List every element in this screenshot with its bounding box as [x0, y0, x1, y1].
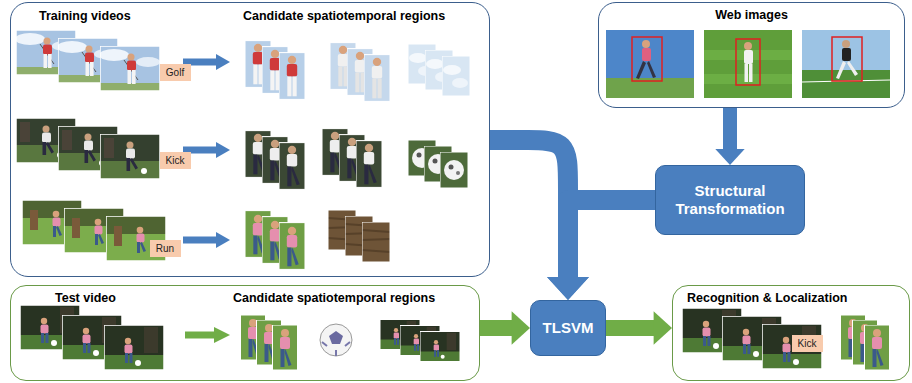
illustration-part: [100, 134, 160, 179]
arrow-head: [547, 277, 589, 300]
illustration-part: [362, 222, 390, 262]
result-panel: Recognition & LocalizationKick: [672, 285, 910, 381]
test-video-panel: Test video Candidate spatiotemporal regio…: [10, 285, 480, 381]
illustration-part: [364, 55, 390, 102]
connector-arrow: [480, 311, 530, 345]
illustration-part: [420, 332, 460, 362]
panel-heading: Test video: [55, 291, 116, 305]
illustration-part: [442, 56, 470, 96]
box-label: TLSVM: [543, 319, 594, 337]
illustration-part: [865, 325, 890, 370]
illustration-part: [216, 232, 230, 248]
illustration-part: [762, 324, 822, 369]
process-box: Structural Transformation: [655, 165, 805, 235]
connector-line: [723, 108, 737, 150]
illustration-part: [704, 30, 792, 98]
box-label: Run: [156, 243, 174, 254]
illustration-part: [279, 223, 305, 270]
illustration-part: [183, 237, 218, 244]
connector-arrow: [715, 108, 744, 165]
connector-arrow: [606, 311, 672, 345]
illustration-part: [214, 327, 230, 343]
class-tag: Kick: [160, 152, 191, 169]
panel-heading: Candidate spatiotemporal regions: [233, 291, 435, 305]
arrow-head: [547, 277, 589, 300]
box-label: Structural Transformation: [662, 182, 798, 218]
connector-line: [606, 320, 655, 336]
illustration-part: [185, 332, 216, 339]
panel-heading: Training videos: [39, 9, 131, 23]
class-tag: Run: [150, 240, 181, 257]
illustration-part: [279, 143, 305, 190]
class-tag: Kick: [792, 335, 823, 352]
panel-heading: Web images: [599, 8, 904, 22]
illustration-part: [279, 53, 305, 100]
connector-line: [568, 200, 655, 278]
illustration-part: [802, 30, 890, 98]
illustration-part: [320, 324, 352, 356]
arrow-head: [512, 311, 530, 345]
panel-heading: Candidate spatiotemporal regions: [243, 9, 445, 23]
box-label: Golf: [166, 67, 184, 78]
illustration-part: [216, 54, 230, 70]
connector-line: [490, 140, 568, 278]
connector-line: [480, 320, 513, 336]
illustration-part: [216, 142, 230, 158]
box-label: Kick: [166, 155, 185, 166]
class-tag: Golf: [160, 64, 191, 81]
training-videos-panel: Training videos Candidate spatiotemporal …: [10, 2, 490, 277]
web-images-panel: Web images: [598, 2, 905, 108]
arrow-head: [654, 311, 672, 345]
box-label: Kick: [798, 338, 817, 349]
panel-heading: Recognition & Localization: [687, 291, 847, 305]
illustration-part: [356, 141, 382, 188]
arrow-head: [715, 149, 744, 165]
illustration-part: [440, 152, 468, 188]
illustration-part: [104, 325, 164, 370]
illustration-part: [99, 46, 160, 91]
connector-arrow: [547, 200, 655, 300]
process-box: TLSVM: [530, 300, 606, 356]
illustration-part: [273, 325, 298, 370]
illustration-part: [606, 30, 694, 98]
